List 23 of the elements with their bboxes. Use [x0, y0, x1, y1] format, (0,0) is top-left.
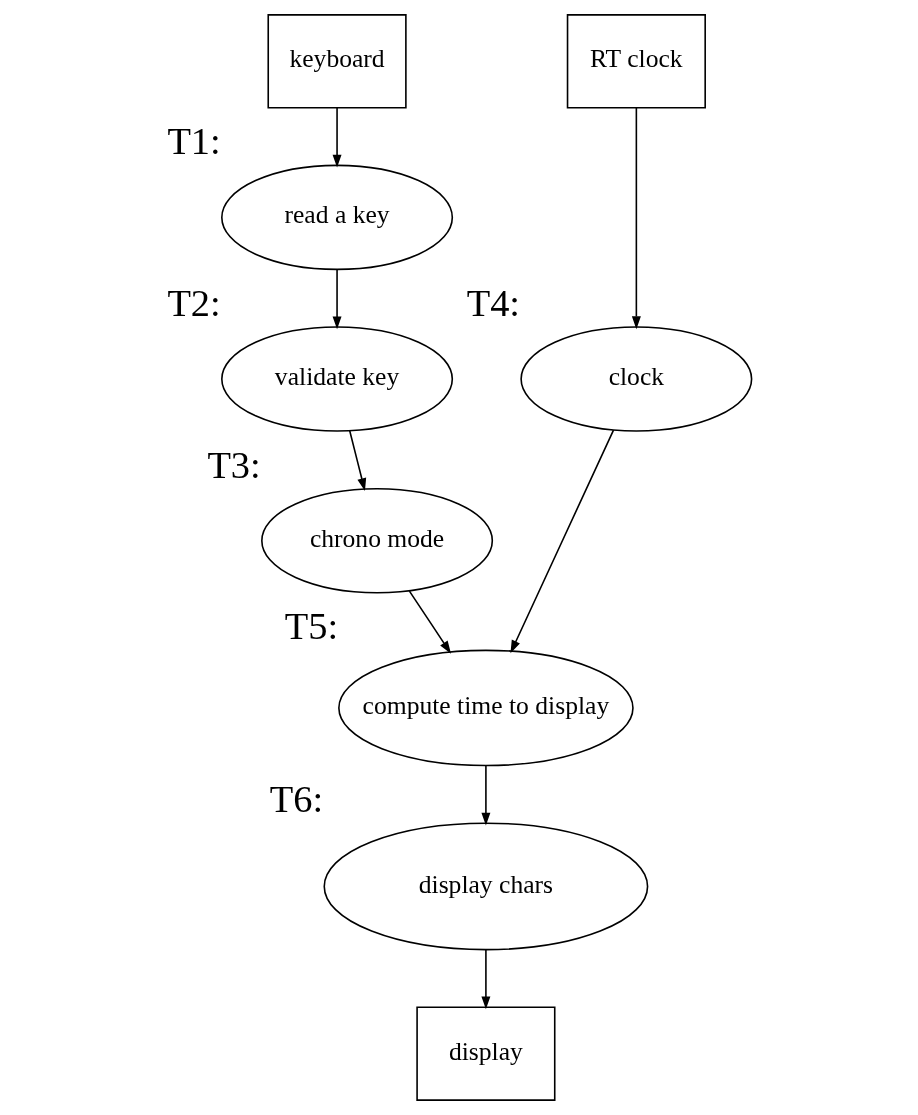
arrow: [332, 268, 342, 330]
node-label: T3:: [206, 443, 261, 486]
node-ellipse: validate key: [220, 326, 453, 432]
node-ellipse: chrono mode: [260, 487, 493, 594]
arrow: [408, 590, 451, 654]
arrow: [348, 429, 366, 492]
node-ellipse: read a key: [220, 164, 453, 271]
node-label: T6:: [269, 778, 323, 821]
arrow: [480, 765, 490, 826]
node-label: T2:: [166, 282, 221, 325]
arrow: [480, 949, 490, 1010]
node-box: RT clock: [566, 14, 706, 109]
arrow: [332, 107, 342, 168]
node-ellipse: clock: [519, 326, 752, 432]
node-ellipse: compute time to display: [337, 649, 634, 767]
node-label: T5:: [284, 605, 338, 648]
node-label: T1:: [166, 120, 221, 163]
node-label: T4:: [466, 282, 520, 325]
node-box: keyboard: [266, 14, 407, 109]
arrow: [510, 429, 614, 654]
node-ellipse: display chars: [322, 822, 648, 951]
node-box: display: [415, 1006, 556, 1101]
arrow: [631, 107, 641, 330]
